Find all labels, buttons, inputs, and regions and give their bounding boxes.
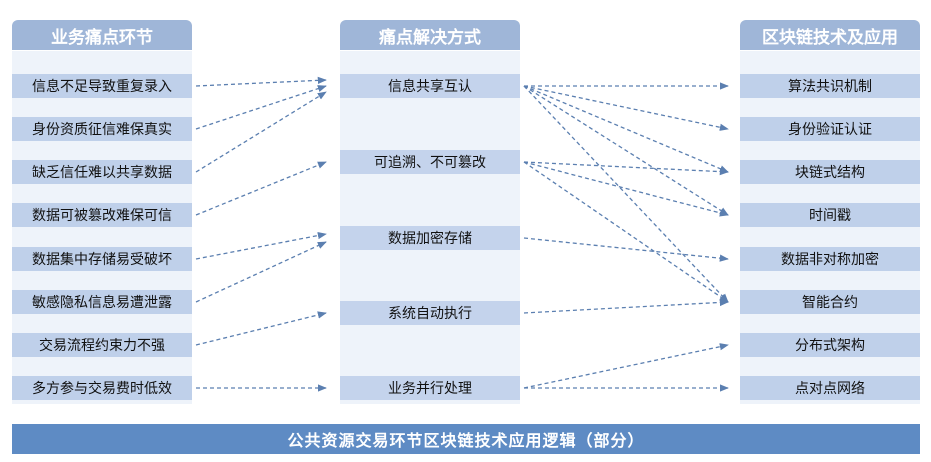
solution-to-technology-arrow	[523, 85, 729, 173]
solution-to-technology-arrow	[523, 161, 729, 217]
pain-point-box: 敏感隐私信息易遭泄露	[12, 290, 192, 314]
technology-box: 分布式架构	[740, 333, 920, 357]
pain-point-box: 数据可被篡改难保可信	[12, 203, 192, 227]
pain-to-solution-arrow	[195, 76, 327, 87]
solution-to-technology-arrow	[523, 237, 729, 262]
diagram-caption: 公共资源交易环节区块链技术应用逻辑（部分）	[12, 424, 920, 454]
solution-header: 痛点解决方式	[340, 20, 520, 50]
pain-point-box: 交易流程约束力不强	[12, 333, 192, 357]
technology-box: 点对点网络	[740, 376, 920, 400]
pain-point-box: 身份资质征信难保真实	[12, 117, 192, 141]
solution-to-technology-arrow	[523, 161, 729, 176]
solution-to-technology-arrow	[523, 298, 729, 314]
solution-box: 业务并行处理	[340, 376, 520, 400]
technology-box: 数据非对称加密	[740, 247, 920, 271]
solution-to-technology-arrow	[523, 343, 729, 389]
solution-box: 信息共享互认	[340, 74, 520, 98]
technology-box: 时间戳	[740, 203, 920, 227]
solution-to-technology-arrow	[523, 85, 729, 216]
solution-to-technology-arrow	[523, 85, 729, 131]
solution-box: 数据加密存储	[340, 226, 520, 250]
solution-box: 系统自动执行	[340, 301, 520, 325]
technology-box: 块链式结构	[740, 160, 920, 184]
solution-box: 可追溯、不可篡改	[340, 150, 520, 174]
pain-to-solution-arrow	[195, 85, 327, 130]
pain-to-solution-arrow	[195, 241, 327, 303]
technology-box: 算法共识机制	[740, 74, 920, 98]
pain-to-solution-arrow	[195, 91, 327, 173]
technology-header: 区块链技术及应用	[740, 20, 920, 50]
pain-point-header: 业务痛点环节	[12, 20, 192, 50]
solution-to-technology-arrow	[523, 85, 729, 303]
pain-point-box: 缺乏信任难以共享数据	[12, 160, 192, 184]
pain-to-solution-arrow	[195, 231, 327, 260]
pain-point-box: 信息不足导致重复录入	[12, 74, 192, 98]
technology-box: 身份验证认证	[740, 117, 920, 141]
pain-point-box: 多方参与交易费时低效	[12, 376, 192, 400]
pain-to-solution-arrow	[195, 311, 327, 346]
pain-to-solution-arrow	[195, 161, 327, 216]
pain-point-box: 数据集中存储易受破坏	[12, 247, 192, 271]
technology-box: 智能合约	[740, 290, 920, 314]
solution-to-technology-arrow	[523, 161, 729, 303]
